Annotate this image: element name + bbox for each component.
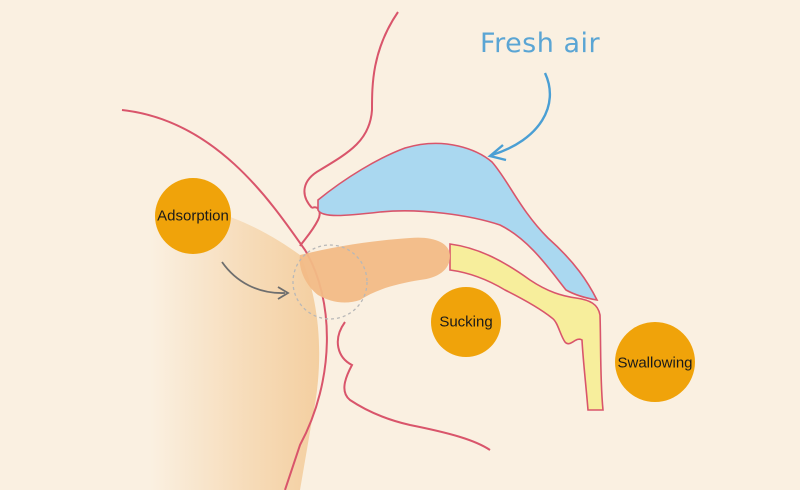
lower-lip-chin-outline [336,321,491,451]
adsorption-badge [155,178,231,254]
breast-shading [150,200,320,490]
fresh-air-arrowhead [487,144,507,162]
swallowing-label: Swallowing [617,354,693,372]
adsorption-arrowhead [277,286,290,300]
face-outline-nose [303,11,399,209]
sucking-badge [431,287,501,357]
sucking-label: Sucking [439,313,493,331]
swallowing-badge [615,322,695,402]
fresh-air-arrow [491,72,551,157]
adsorption-ring [292,244,368,320]
nipple-shape [299,237,450,303]
breast-outline [121,109,328,490]
nasal-airway [317,142,599,302]
fresh-air-label: Fresh air [480,28,601,59]
feeding-path [449,243,604,411]
upper-lip-outline [299,206,321,247]
adsorption-label: Adsorption [157,207,229,225]
adsorption-arrow [221,261,286,294]
